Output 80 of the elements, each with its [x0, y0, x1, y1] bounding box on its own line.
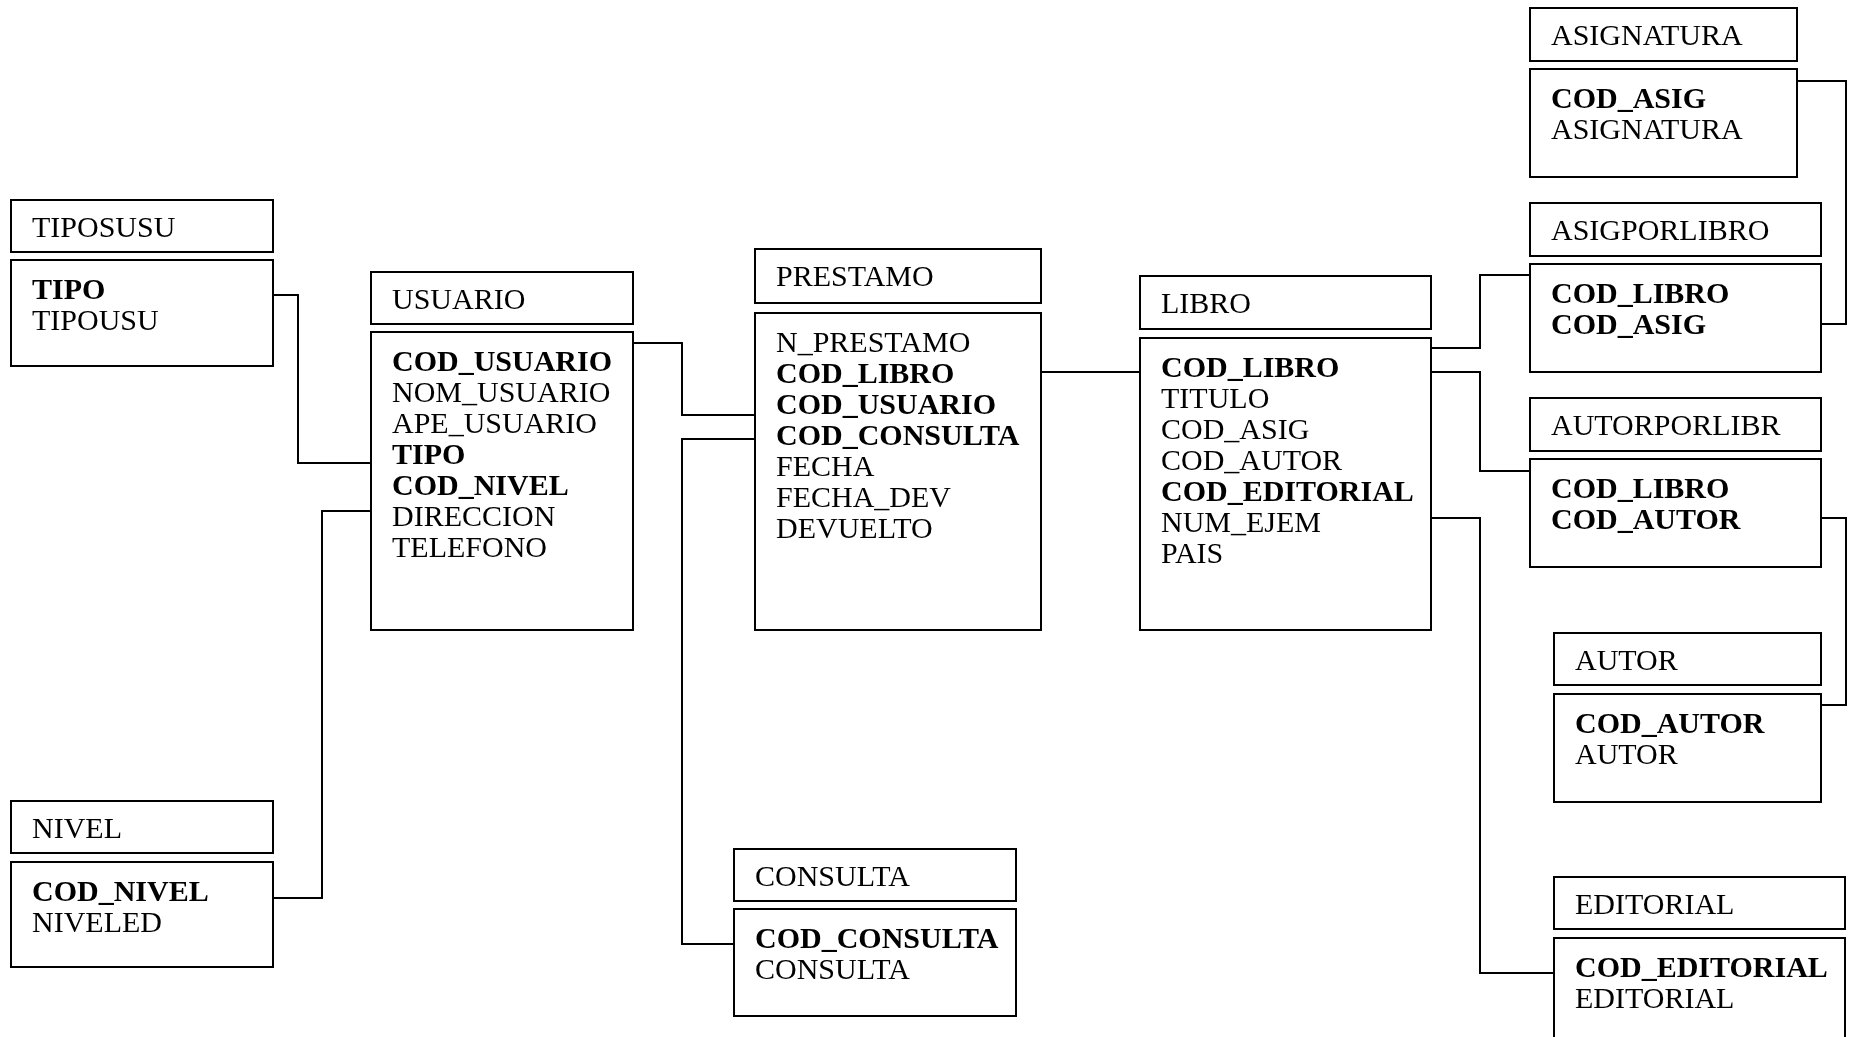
- field-name: TIPO: [32, 273, 106, 304]
- table-fields-box: [10, 861, 274, 968]
- field-name: COD_CONSULTA: [776, 419, 1020, 450]
- connector-line: [273, 294, 371, 464]
- field-name: COD_NIVEL: [32, 875, 209, 906]
- table-fields-box: [1529, 263, 1822, 373]
- table-name-box: [1529, 7, 1798, 62]
- table-name: AUTOR: [1575, 642, 1678, 678]
- connector-line: [681, 438, 755, 945]
- table-name: TIPOSUSU: [32, 209, 176, 245]
- field-name: FECHA: [776, 450, 875, 481]
- table-name-box: [1139, 275, 1432, 330]
- table-fields-box: [1139, 337, 1432, 631]
- connector-line: [273, 510, 371, 899]
- table-name-box: [10, 800, 274, 854]
- table-fields-box: [1553, 693, 1822, 803]
- table-name: USUARIO: [392, 281, 526, 317]
- field-name: COD_CONSULTA: [755, 922, 999, 953]
- field-name: COD_AUTOR: [1161, 444, 1343, 475]
- field-name: COD_EDITORIAL: [1161, 475, 1414, 506]
- connector-line: [1797, 80, 1847, 325]
- table-name: ASIGPORLIBRO: [1551, 212, 1770, 248]
- field-name: NOM_USUARIO: [392, 376, 611, 407]
- field-name: COD_AUTOR: [1551, 503, 1741, 534]
- table-name-box: [370, 271, 634, 325]
- table-fields-box: [10, 259, 274, 367]
- connector-line: [1041, 371, 1140, 373]
- field-name: COD_LIBRO: [776, 357, 955, 388]
- field-name: N_PRESTAMO: [776, 326, 971, 357]
- table-name-box: [1553, 632, 1822, 686]
- field-name: FECHA_DEV: [776, 481, 951, 512]
- field-name: COD_LIBRO: [1551, 277, 1730, 308]
- field-name: COD_USUARIO: [392, 345, 613, 376]
- connector-line: [1431, 274, 1530, 349]
- field-name: EDITORIAL: [1575, 982, 1735, 1013]
- table-name: ASIGNATURA: [1551, 17, 1743, 53]
- connector-line: [1431, 371, 1530, 472]
- table-name-box: [10, 199, 274, 253]
- field-name: DEVUELTO: [776, 512, 933, 543]
- field-name: TIPOUSU: [32, 304, 159, 335]
- field-name: COD_LIBRO: [1551, 472, 1730, 503]
- field-name: NUM_EJEM: [1161, 506, 1321, 537]
- table-name-box: [1553, 876, 1846, 930]
- table-name: CONSULTA: [755, 858, 910, 894]
- table-name-box: [733, 848, 1017, 902]
- table-fields-box: [370, 331, 634, 631]
- table-name-box: [1529, 202, 1822, 257]
- field-name: COD_ASIG: [1551, 308, 1707, 339]
- field-name: TELEFONO: [392, 531, 547, 562]
- table-fields-box: [1553, 937, 1846, 1037]
- table-name: LIBRO: [1161, 285, 1251, 321]
- table-name-box: [1529, 397, 1822, 452]
- table-name: NIVEL: [32, 810, 122, 846]
- field-name: ASIGNATURA: [1551, 113, 1743, 144]
- field-name: COD_LIBRO: [1161, 351, 1340, 382]
- field-name: APE_USUARIO: [392, 407, 598, 438]
- field-name: TIPO: [392, 438, 466, 469]
- table-fields-box: [733, 908, 1017, 1017]
- field-name: DIRECCION: [392, 500, 556, 531]
- connector-line: [1821, 517, 1847, 706]
- connector-line: [1431, 517, 1554, 974]
- table-fields-box: [1529, 68, 1798, 178]
- table-name: PRESTAMO: [776, 258, 934, 294]
- field-name: COD_ASIG: [1161, 413, 1310, 444]
- table-name-box: [754, 248, 1042, 304]
- field-name: NIVELED: [32, 906, 162, 937]
- field-name: COD_AUTOR: [1575, 707, 1765, 738]
- table-fields-box: [1529, 458, 1822, 568]
- field-name: COD_ASIG: [1551, 82, 1707, 113]
- table-name: EDITORIAL: [1575, 886, 1735, 922]
- field-name: AUTOR: [1575, 738, 1678, 769]
- table-name: AUTORPORLIBR: [1551, 407, 1781, 443]
- field-name: COD_EDITORIAL: [1575, 951, 1828, 982]
- field-name: COD_NIVEL: [392, 469, 569, 500]
- connector-line: [633, 342, 755, 416]
- field-name: COD_USUARIO: [776, 388, 997, 419]
- field-name: CONSULTA: [755, 953, 910, 984]
- field-name: PAIS: [1161, 537, 1224, 568]
- field-name: TITULO: [1161, 382, 1270, 413]
- table-fields-box: [754, 312, 1042, 631]
